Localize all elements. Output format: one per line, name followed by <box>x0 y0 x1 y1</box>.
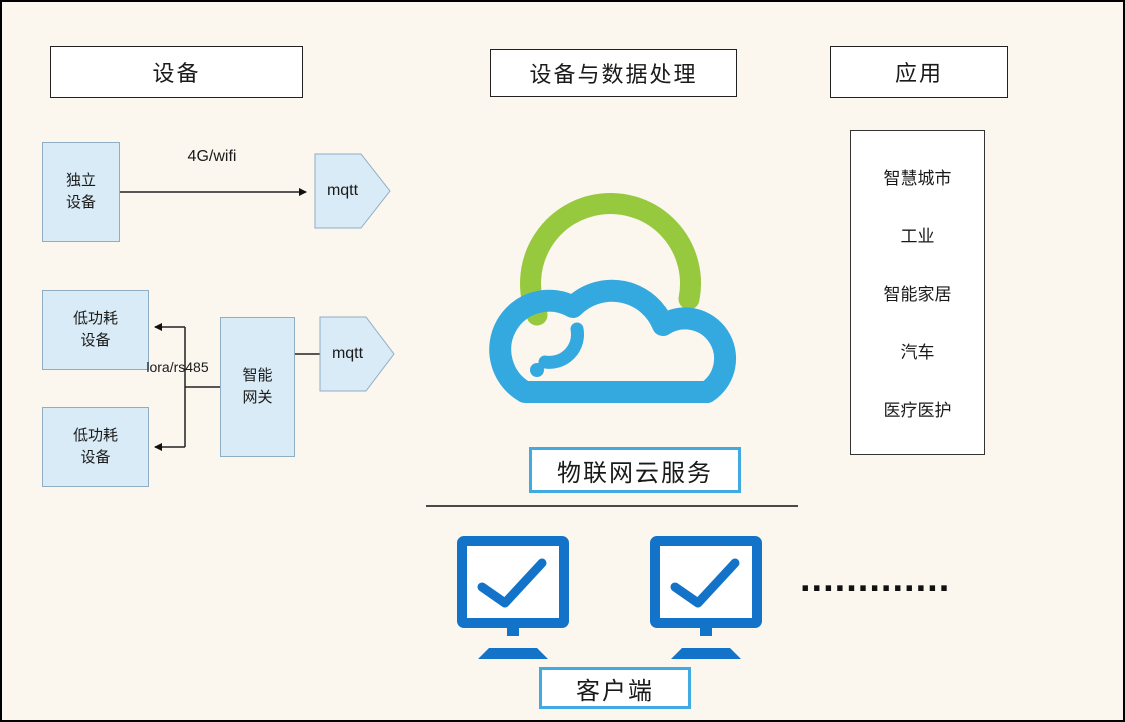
monitor-chart-line <box>670 558 740 608</box>
monitor-stand-stem <box>700 623 712 636</box>
link-lora-label: lora/rs485 <box>146 359 209 375</box>
application-item: 智慧城市 <box>883 169 952 188</box>
monitor-stand-base <box>671 648 741 659</box>
monitor-stand-base <box>478 648 548 659</box>
cloud-icon <box>489 193 737 403</box>
client-label: 客户端 <box>539 667 691 709</box>
header-applications: 应用 <box>830 46 1008 98</box>
standalone-device-box: 独立 设备 <box>42 142 120 242</box>
monitor-icon-2 <box>650 536 762 659</box>
application-item: 智能家居 <box>883 285 952 304</box>
monitor-screen <box>650 536 762 628</box>
cloud-dot <box>530 363 544 377</box>
low-power-device-2-box: 低功耗 设备 <box>42 407 149 487</box>
cloud-body <box>489 279 737 403</box>
ellipsis-dots: ............. <box>800 558 951 600</box>
iot-cloud-service-label: 物联网云服务 <box>529 447 741 493</box>
application-item: 汽车 <box>900 343 935 362</box>
gateway-box: 智能 网关 <box>220 317 295 457</box>
divider-line <box>426 505 798 507</box>
low-power-device-1-box: 低功耗 设备 <box>42 290 149 370</box>
applications-list: 智慧城市 工业 智能家居 汽车 医疗医护 <box>850 130 985 455</box>
header-devices: 设备 <box>50 46 303 98</box>
application-item: 医疗医护 <box>883 401 952 420</box>
cloud-green-arc <box>520 193 702 326</box>
monitor-icon-1 <box>457 536 569 659</box>
mqtt-label-top: mqtt <box>326 182 359 199</box>
monitor-chart-line <box>477 558 547 608</box>
monitor-screen <box>457 536 569 628</box>
header-processing: 设备与数据处理 <box>490 49 737 97</box>
application-item: 工业 <box>900 227 935 246</box>
monitor-stand-stem <box>507 623 519 636</box>
cloud-swirl <box>538 322 584 369</box>
link-4g-label: 4G/wifi <box>187 148 237 165</box>
client-monitors <box>457 536 762 659</box>
mqtt-label-bottom: mqtt <box>331 345 364 362</box>
